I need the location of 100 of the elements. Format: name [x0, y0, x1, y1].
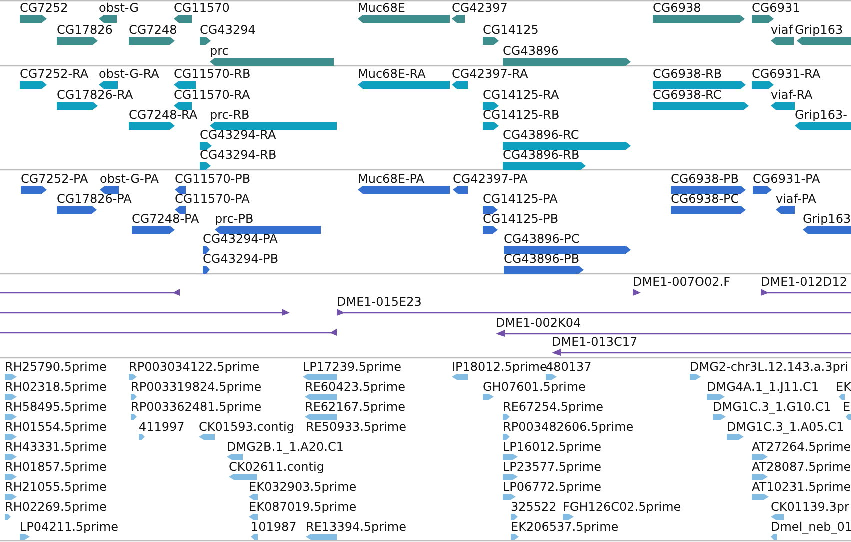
feature-label: RH21055.5prime — [5, 480, 107, 494]
feature-label: CG6938-RB — [653, 67, 722, 81]
feature-label: CG7248-RA — [129, 108, 198, 122]
feature-label: RH02318.5prime — [5, 380, 107, 394]
feature-label: CG43896 — [503, 44, 559, 58]
feature-label: CG14125-RB — [483, 108, 560, 122]
feature-label: RH58495.5prime — [5, 400, 107, 414]
feature-label: CG14125-PA — [483, 192, 558, 206]
feature-label: Muc68E-PA — [358, 172, 424, 186]
feature-label: CK02611.contig — [229, 460, 324, 474]
feature-label: CG43294-PA — [203, 232, 278, 246]
feature-label: CG14125 — [483, 23, 539, 37]
feature-label: FGH126C02.5prime — [563, 500, 682, 514]
feature-label: DMG1C.3_1.A05.C1 — [727, 420, 844, 434]
feature-label: DMG1C.3_1.G10.C1 — [713, 400, 832, 414]
feature-label: 411997 — [139, 420, 185, 434]
feature-label: EK206537.5prime — [511, 520, 619, 534]
feature-label: CG6931 — [752, 1, 800, 15]
feature-label: LP06772.5prime — [503, 480, 602, 494]
feature-label: prc-PB — [215, 212, 254, 226]
feature-label: LP16012.5prime — [503, 440, 602, 454]
feature-label: IP18012.5prime — [452, 360, 548, 374]
feature-label: CG7252 — [20, 1, 68, 15]
feature-label: EK032903.5prime — [249, 480, 357, 494]
feature-label: CG43294-RA — [200, 128, 276, 142]
feature-label: 325522 — [511, 500, 557, 514]
feature-label: DME1-013C17 — [552, 335, 638, 349]
feature-label: LP23577.5prime — [503, 460, 602, 474]
feature-label: CG7252-PA — [21, 172, 88, 186]
feature-label: CG14125-PB — [483, 212, 559, 226]
feature-label: RP003034122.5prime — [129, 360, 260, 374]
feature-label: CG7248 — [129, 23, 178, 37]
feature-label: CG17826-RA — [57, 88, 134, 102]
feature-label: CG11570-PA — [175, 192, 250, 206]
feature-label: LP04211.5prime — [20, 520, 119, 534]
feature-label: RE60423.5prime — [305, 380, 406, 394]
feature-label: AT10231.5prime — [752, 480, 851, 494]
feature-label: DMG2-chr3L.12.143.a.3pri — [690, 360, 849, 374]
feature-label: CG43294-PB — [203, 252, 279, 266]
feature-label: DME1-015E23 — [337, 295, 422, 309]
feature-label: CG11570-RB — [174, 67, 251, 81]
feature-label: RE50933.5prime — [306, 420, 406, 434]
feature-label: Grip163 — [803, 212, 851, 226]
feature-label: RE67254.5prime — [503, 400, 604, 414]
feature-label: LP17239.5prime — [303, 360, 402, 374]
feature-label: CG6938-RC — [653, 88, 722, 102]
feature-label: prc — [210, 44, 229, 58]
feature-label: Muc68E — [358, 1, 406, 15]
feature-label: CG7248-PA — [132, 212, 200, 226]
feature-label: CG43896-RB — [503, 148, 580, 162]
feature-label: CG43896-RC — [503, 128, 580, 142]
feature-label: Muc68E-RA — [358, 67, 426, 81]
feature-label: viaf — [771, 23, 794, 37]
feature-label: RE13394.5prime — [306, 520, 406, 534]
feature-label: viaf-RA — [771, 88, 813, 102]
feature-label: CG11570-RA — [174, 88, 250, 102]
feature-label: AT27264.5prime — [752, 440, 851, 454]
feature-label: CG6931-PA — [753, 172, 820, 186]
feature-label: DME1-012D12 — [761, 275, 848, 289]
feature-label: CG6931-RA — [752, 67, 821, 81]
feature-label: obst-G-RA — [99, 67, 160, 81]
feature-label: CG42397-RA — [452, 67, 528, 81]
feature-label: CG42397 — [452, 1, 508, 15]
feature-label: CG42397-PA — [453, 172, 528, 186]
feature-label: AT28087.5prime — [752, 460, 851, 474]
feature-label: CG11570-PB — [175, 172, 251, 186]
feature-label: CG43294 — [200, 23, 256, 37]
feature-label: prc-RB — [210, 108, 250, 122]
feature-label: CG6938-PC — [671, 192, 740, 206]
feature-label: Grip163- — [795, 108, 848, 122]
feature-label: RH25790.5prime — [5, 360, 107, 374]
feature-label: obst-G — [99, 1, 139, 15]
feature-label: CG43294-RB — [200, 148, 277, 162]
feature-label: CG7252-RA — [20, 67, 89, 81]
feature-label: DME1-007O02.F — [633, 275, 730, 289]
feature-label: CG6938-PB — [671, 172, 740, 186]
feature-label: RH43331.5prime — [5, 440, 107, 454]
feature-label: RH02269.5prime — [5, 500, 107, 514]
feature-label: CK01593.contig — [199, 420, 294, 434]
feature-label: Grip163 — [795, 23, 844, 37]
feature-label: RP003482606.5prime — [503, 420, 634, 434]
feature-label: obst-G-PA — [100, 172, 159, 186]
feature-label: CG17826-PA — [57, 192, 132, 206]
feature-label: RE62167.5prime — [305, 400, 406, 414]
feature-label: CG14125-RA — [483, 88, 560, 102]
feature-label: CG17826 — [57, 23, 113, 37]
feature-label: CK01139.3pr — [771, 500, 850, 514]
feature-label: RH01857.5prime — [5, 460, 107, 474]
feature-label: CG43896-PB — [504, 252, 580, 266]
feature-label: EK087019.5prime — [249, 500, 357, 514]
feature-label: DME1-002K04 — [496, 316, 582, 330]
feature-label: 101987 — [251, 520, 297, 534]
feature-label: GH07601.5prime — [483, 380, 586, 394]
feature-label: RP003362481.5prime — [131, 400, 262, 414]
feature-label: E — [843, 400, 851, 414]
feature-label: CG11570 — [174, 1, 230, 15]
feature-label: RH01554.5prime — [5, 420, 107, 434]
feature-label: 480137 — [546, 360, 592, 374]
feature-label: CG6938 — [653, 1, 702, 15]
feature-label: CG43896-PC — [504, 232, 580, 246]
